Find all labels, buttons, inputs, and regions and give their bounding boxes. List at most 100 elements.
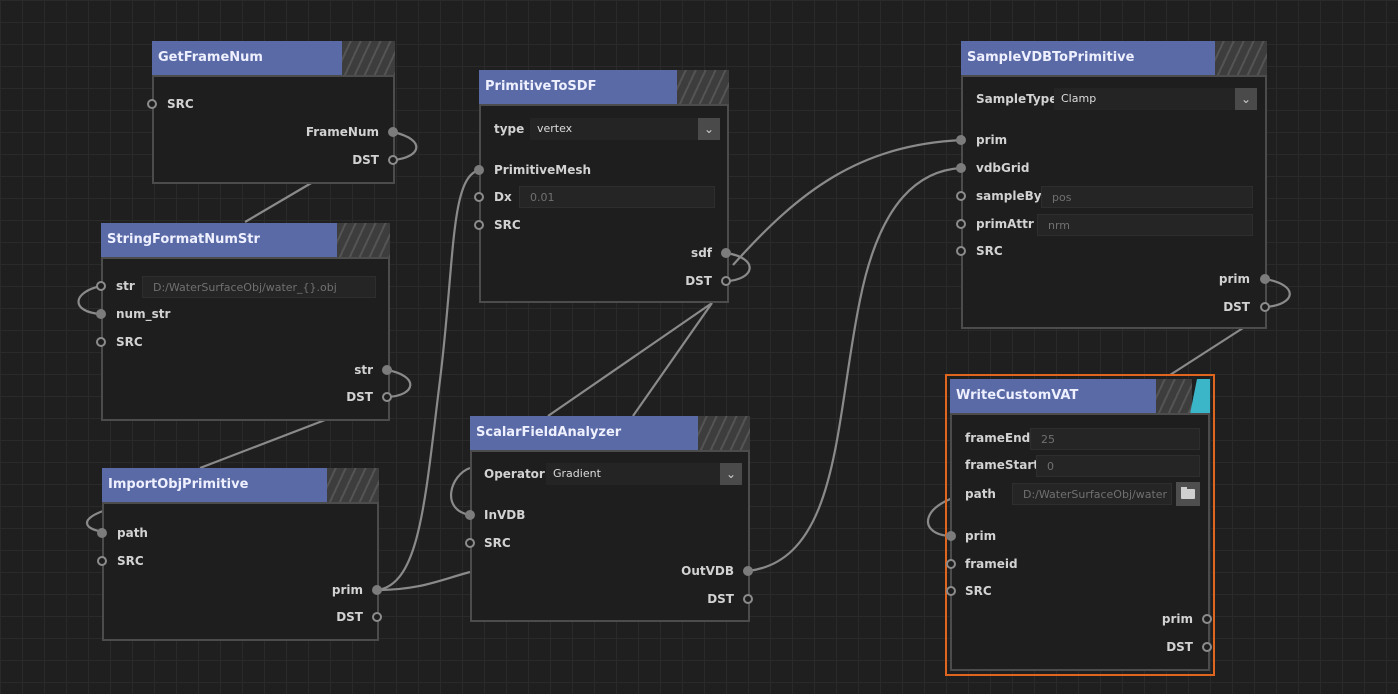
input-label-path: path [117, 526, 148, 540]
input-socket-frameid[interactable] [946, 559, 956, 569]
input-socket-src[interactable] [147, 99, 157, 109]
node-importobjprimitive[interactable]: ImportObjPrimitive path SRC prim DST [97, 468, 382, 641]
node-title[interactable]: ImportObjPrimitive [102, 468, 337, 503]
chevron-down-icon[interactable]: ⌄ [1235, 88, 1257, 110]
input-socket-sampleby[interactable] [956, 191, 966, 201]
input-socket-path[interactable] [97, 528, 107, 538]
node-collapse-handle[interactable] [698, 416, 750, 451]
output-socket-dst[interactable] [1260, 302, 1270, 312]
operator-dropdown[interactable]: Gradient [546, 463, 720, 485]
input-socket-prim[interactable] [956, 135, 966, 145]
node-title[interactable]: GetFrameNum [152, 41, 352, 76]
input-label-frameid: frameid [965, 557, 1018, 571]
output-socket-prim[interactable] [1202, 614, 1212, 624]
sampleby-input[interactable]: pos [1041, 186, 1253, 208]
output-label-prim: prim [1218, 272, 1250, 286]
folder-icon[interactable] [1176, 482, 1200, 506]
output-socket-framenum[interactable] [388, 127, 398, 137]
output-label-prim: prim [1161, 612, 1193, 626]
output-socket-dst[interactable] [382, 392, 392, 402]
output-label-dst: DST [685, 274, 712, 288]
input-label-src: SRC [117, 554, 144, 568]
output-socket-dst[interactable] [1202, 642, 1212, 652]
sampletype-dropdown[interactable]: Clamp [1054, 88, 1235, 110]
wire-invdb-loop [450, 466, 471, 517]
sampletype-label: SampleType [976, 92, 1058, 106]
input-socket-dx[interactable] [474, 192, 484, 202]
operator-label: Operator [484, 467, 545, 481]
node-title[interactable]: StringFormatNumStr [101, 223, 347, 258]
wire-prim-to-scalarfield [376, 570, 471, 592]
node-collapse-handle[interactable] [327, 468, 379, 503]
output-socket-prim[interactable] [1260, 274, 1270, 284]
wire-prim-to-primitivemesh [376, 168, 481, 592]
node-scalarfieldanalyzer[interactable]: ScalarFieldAnalyzer Operator Gradient ⌄ … [465, 416, 753, 622]
input-label-prim: prim [965, 529, 997, 543]
node-samplevdbtoprimitive[interactable]: SampleVDBToPrimitive SampleType Clamp ⌄ … [956, 41, 1270, 329]
node-body [102, 502, 379, 641]
output-label-outvdb: OutVDB [681, 564, 734, 578]
node-collapse-handle[interactable] [342, 41, 395, 76]
output-label-prim: prim [331, 583, 363, 597]
input-socket-src[interactable] [956, 246, 966, 256]
input-label-src: SRC [167, 97, 194, 111]
input-socket-src[interactable] [97, 556, 107, 566]
frameend-input[interactable]: 25 [1030, 428, 1200, 450]
input-socket-str[interactable] [96, 281, 106, 291]
output-socket-prim[interactable] [372, 585, 382, 595]
output-socket-dst[interactable] [372, 612, 382, 622]
input-socket-src[interactable] [96, 337, 106, 347]
output-label-str: str [354, 363, 373, 377]
node-primitivetosdf[interactable]: PrimitiveToSDF type vertex ⌄ PrimitiveMe… [474, 70, 731, 303]
output-label-dst: DST [707, 592, 734, 606]
folder-icon-body [1181, 489, 1195, 499]
input-label-sampleby: sampleBy [976, 189, 1042, 203]
folder-icon-tab [1181, 487, 1187, 490]
chevron-down-icon[interactable]: ⌄ [698, 118, 720, 140]
node-collapse-handle[interactable] [1215, 41, 1267, 76]
input-socket-src[interactable] [465, 538, 475, 548]
wire-sdf-to-scalarfield-b [632, 302, 713, 417]
input-socket-primattr[interactable] [956, 219, 966, 229]
node-collapse-handle[interactable] [677, 70, 729, 105]
input-label-num-str: num_str [116, 307, 171, 321]
node-collapse-handle[interactable] [337, 223, 390, 258]
node-writecustomvat[interactable]: WriteCustomVAT frameEnd 25 frameStart 0 … [946, 379, 1212, 671]
input-socket-num-str[interactable] [96, 309, 106, 319]
dx-input[interactable]: 0.01 [519, 186, 715, 208]
input-label-src: SRC [976, 244, 1003, 258]
input-label-primitivemesh: PrimitiveMesh [494, 163, 592, 177]
node-getframenum[interactable]: GetFrameNum SRC FrameNum DST [147, 41, 398, 184]
node-collapse-handle[interactable] [1156, 379, 1192, 414]
type-dropdown[interactable]: vertex [530, 118, 698, 140]
input-socket-invdb[interactable] [465, 510, 475, 520]
input-label-src: SRC [965, 584, 992, 598]
input-label-dx: Dx [494, 190, 512, 204]
type-label: type [494, 122, 525, 136]
input-socket-vdbgrid[interactable] [956, 163, 966, 173]
chevron-down-icon[interactable]: ⌄ [720, 463, 742, 485]
node-title[interactable]: WriteCustomVAT [950, 379, 1162, 414]
framestart-input[interactable]: 0 [1036, 455, 1200, 477]
output-socket-outvdb[interactable] [743, 566, 753, 576]
wire-sdf-to-scalarfield-a [547, 302, 713, 417]
input-socket-primitivemesh[interactable] [474, 165, 484, 175]
node-title[interactable]: SampleVDBToPrimitive [961, 41, 1225, 76]
input-label-str: str [116, 279, 135, 293]
str-input[interactable]: D:/WaterSurfaceObj/water_{}.obj [142, 276, 376, 298]
output-socket-dst[interactable] [721, 276, 731, 286]
output-label-dst: DST [1166, 640, 1193, 654]
primattr-input[interactable]: nrm [1037, 214, 1253, 236]
node-stringformatnumstr[interactable]: StringFormatNumStr str D:/WaterSurfaceOb… [96, 223, 392, 421]
output-socket-dst[interactable] [388, 155, 398, 165]
input-socket-prim[interactable] [946, 531, 956, 541]
path-input[interactable]: D:/WaterSurfaceObj/water [1012, 483, 1172, 505]
node-title[interactable]: ScalarFieldAnalyzer [470, 416, 708, 451]
node-title[interactable]: PrimitiveToSDF [479, 70, 687, 105]
output-label-dst: DST [336, 610, 363, 624]
input-socket-src[interactable] [946, 586, 956, 596]
output-socket-str[interactable] [382, 365, 392, 375]
input-socket-src[interactable] [474, 220, 484, 230]
output-socket-dst[interactable] [743, 594, 753, 604]
output-socket-sdf[interactable] [721, 248, 731, 258]
